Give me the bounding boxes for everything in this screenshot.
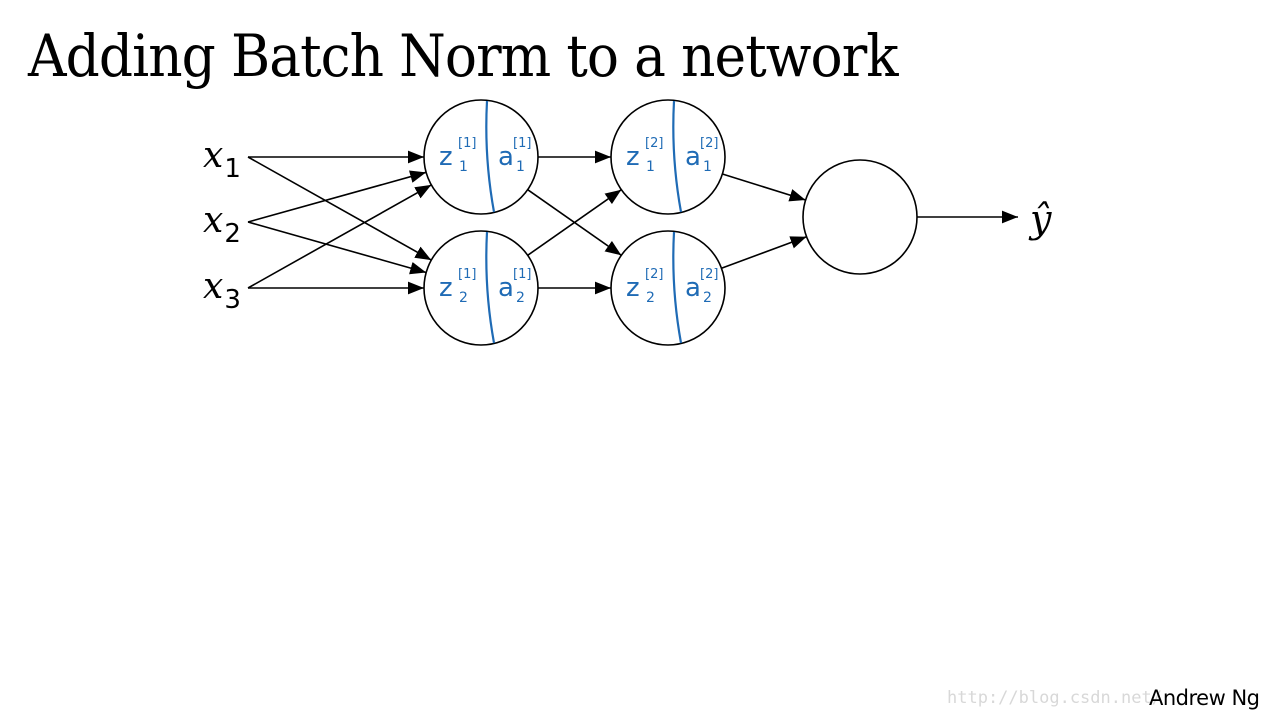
watermark-text: http://blog.csdn.net/ xyxy=(947,688,1162,708)
edge-x2-to-h1_1 xyxy=(247,170,427,223)
z-layer-superscript: [2] xyxy=(645,267,663,282)
edges xyxy=(247,150,1018,295)
z-unit-subscript: 2 xyxy=(646,290,655,306)
a-unit-subscript: 1 xyxy=(703,159,712,175)
a-layer-superscript: [1] xyxy=(513,136,531,151)
a-layer-superscript: [2] xyxy=(700,136,718,151)
a-unit-subscript: 2 xyxy=(703,290,712,306)
a-layer-superscript: [2] xyxy=(700,267,718,282)
a-label: a xyxy=(498,273,514,303)
neuron-h1_2 xyxy=(423,230,539,346)
a-layer-superscript: [1] xyxy=(513,267,531,282)
a-label: a xyxy=(685,273,701,303)
a-unit-subscript: 2 xyxy=(516,290,525,306)
z-layer-superscript: [1] xyxy=(458,267,476,282)
edge-x3-to-h1_1 xyxy=(247,184,432,289)
edge-h2_1-to-out xyxy=(722,173,806,202)
neuron-h2_2 xyxy=(610,230,726,346)
input-label-x3: x3 xyxy=(203,266,241,315)
batch-norm-divider xyxy=(485,231,496,344)
neuron-out xyxy=(802,159,918,275)
z-label: z xyxy=(439,273,453,303)
a-label: a xyxy=(498,142,514,172)
z-label: z xyxy=(439,142,453,172)
a-label: a xyxy=(685,142,701,172)
author-name: Andrew Ng xyxy=(1149,686,1260,710)
edge-x1-to-h1_2 xyxy=(247,156,432,261)
z-unit-subscript: 2 xyxy=(459,290,468,306)
neuron-h1_1 xyxy=(423,99,539,215)
output-label-yhat: ŷ xyxy=(1028,197,1052,241)
a-unit-subscript: 1 xyxy=(516,159,525,175)
batch-norm-divider xyxy=(672,100,683,213)
input-label-x1: x1 xyxy=(203,135,241,184)
edge-h1_2-to-h2_1 xyxy=(527,189,622,256)
edge-h2_2-to-out xyxy=(721,236,807,269)
z-label: z xyxy=(626,142,640,172)
z-layer-superscript: [1] xyxy=(458,136,476,151)
z-label: z xyxy=(626,273,640,303)
z-layer-superscript: [2] xyxy=(645,136,663,151)
slide-title: Adding Batch Norm to a network xyxy=(28,22,899,90)
batch-norm-divider xyxy=(672,231,683,344)
z-unit-subscript: 1 xyxy=(459,159,468,175)
input-label-x2: x2 xyxy=(203,200,241,249)
nodes xyxy=(423,99,918,346)
edge-x2-to-h1_2 xyxy=(247,221,427,275)
z-unit-subscript: 1 xyxy=(646,159,655,175)
batch-norm-divider xyxy=(485,100,496,213)
neuron-h2_1 xyxy=(610,99,726,215)
